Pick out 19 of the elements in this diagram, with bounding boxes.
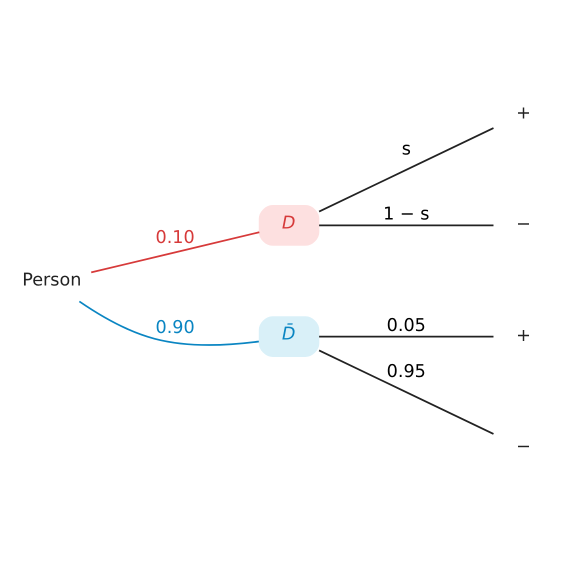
connector <box>318 126 494 212</box>
connector <box>319 335 494 337</box>
edge-label: 0.05 <box>386 315 426 336</box>
node-text: − <box>516 436 531 456</box>
edge-label: 1 − s <box>383 204 430 224</box>
connector <box>319 224 494 226</box>
edge-label: 0.90 <box>156 318 195 338</box>
node-box: D̄ <box>258 316 320 356</box>
connector <box>318 349 494 434</box>
node-text: Person <box>22 270 82 290</box>
node-text: + <box>516 325 531 346</box>
connector <box>78 300 259 346</box>
connector <box>91 230 260 273</box>
node-text: + <box>516 102 531 123</box>
node-box: D <box>258 204 320 246</box>
edge-label: 0.10 <box>156 227 195 248</box>
node-text: − <box>516 214 531 234</box>
edge-label: s <box>402 139 411 160</box>
edge-label: 0.95 <box>386 362 426 382</box>
